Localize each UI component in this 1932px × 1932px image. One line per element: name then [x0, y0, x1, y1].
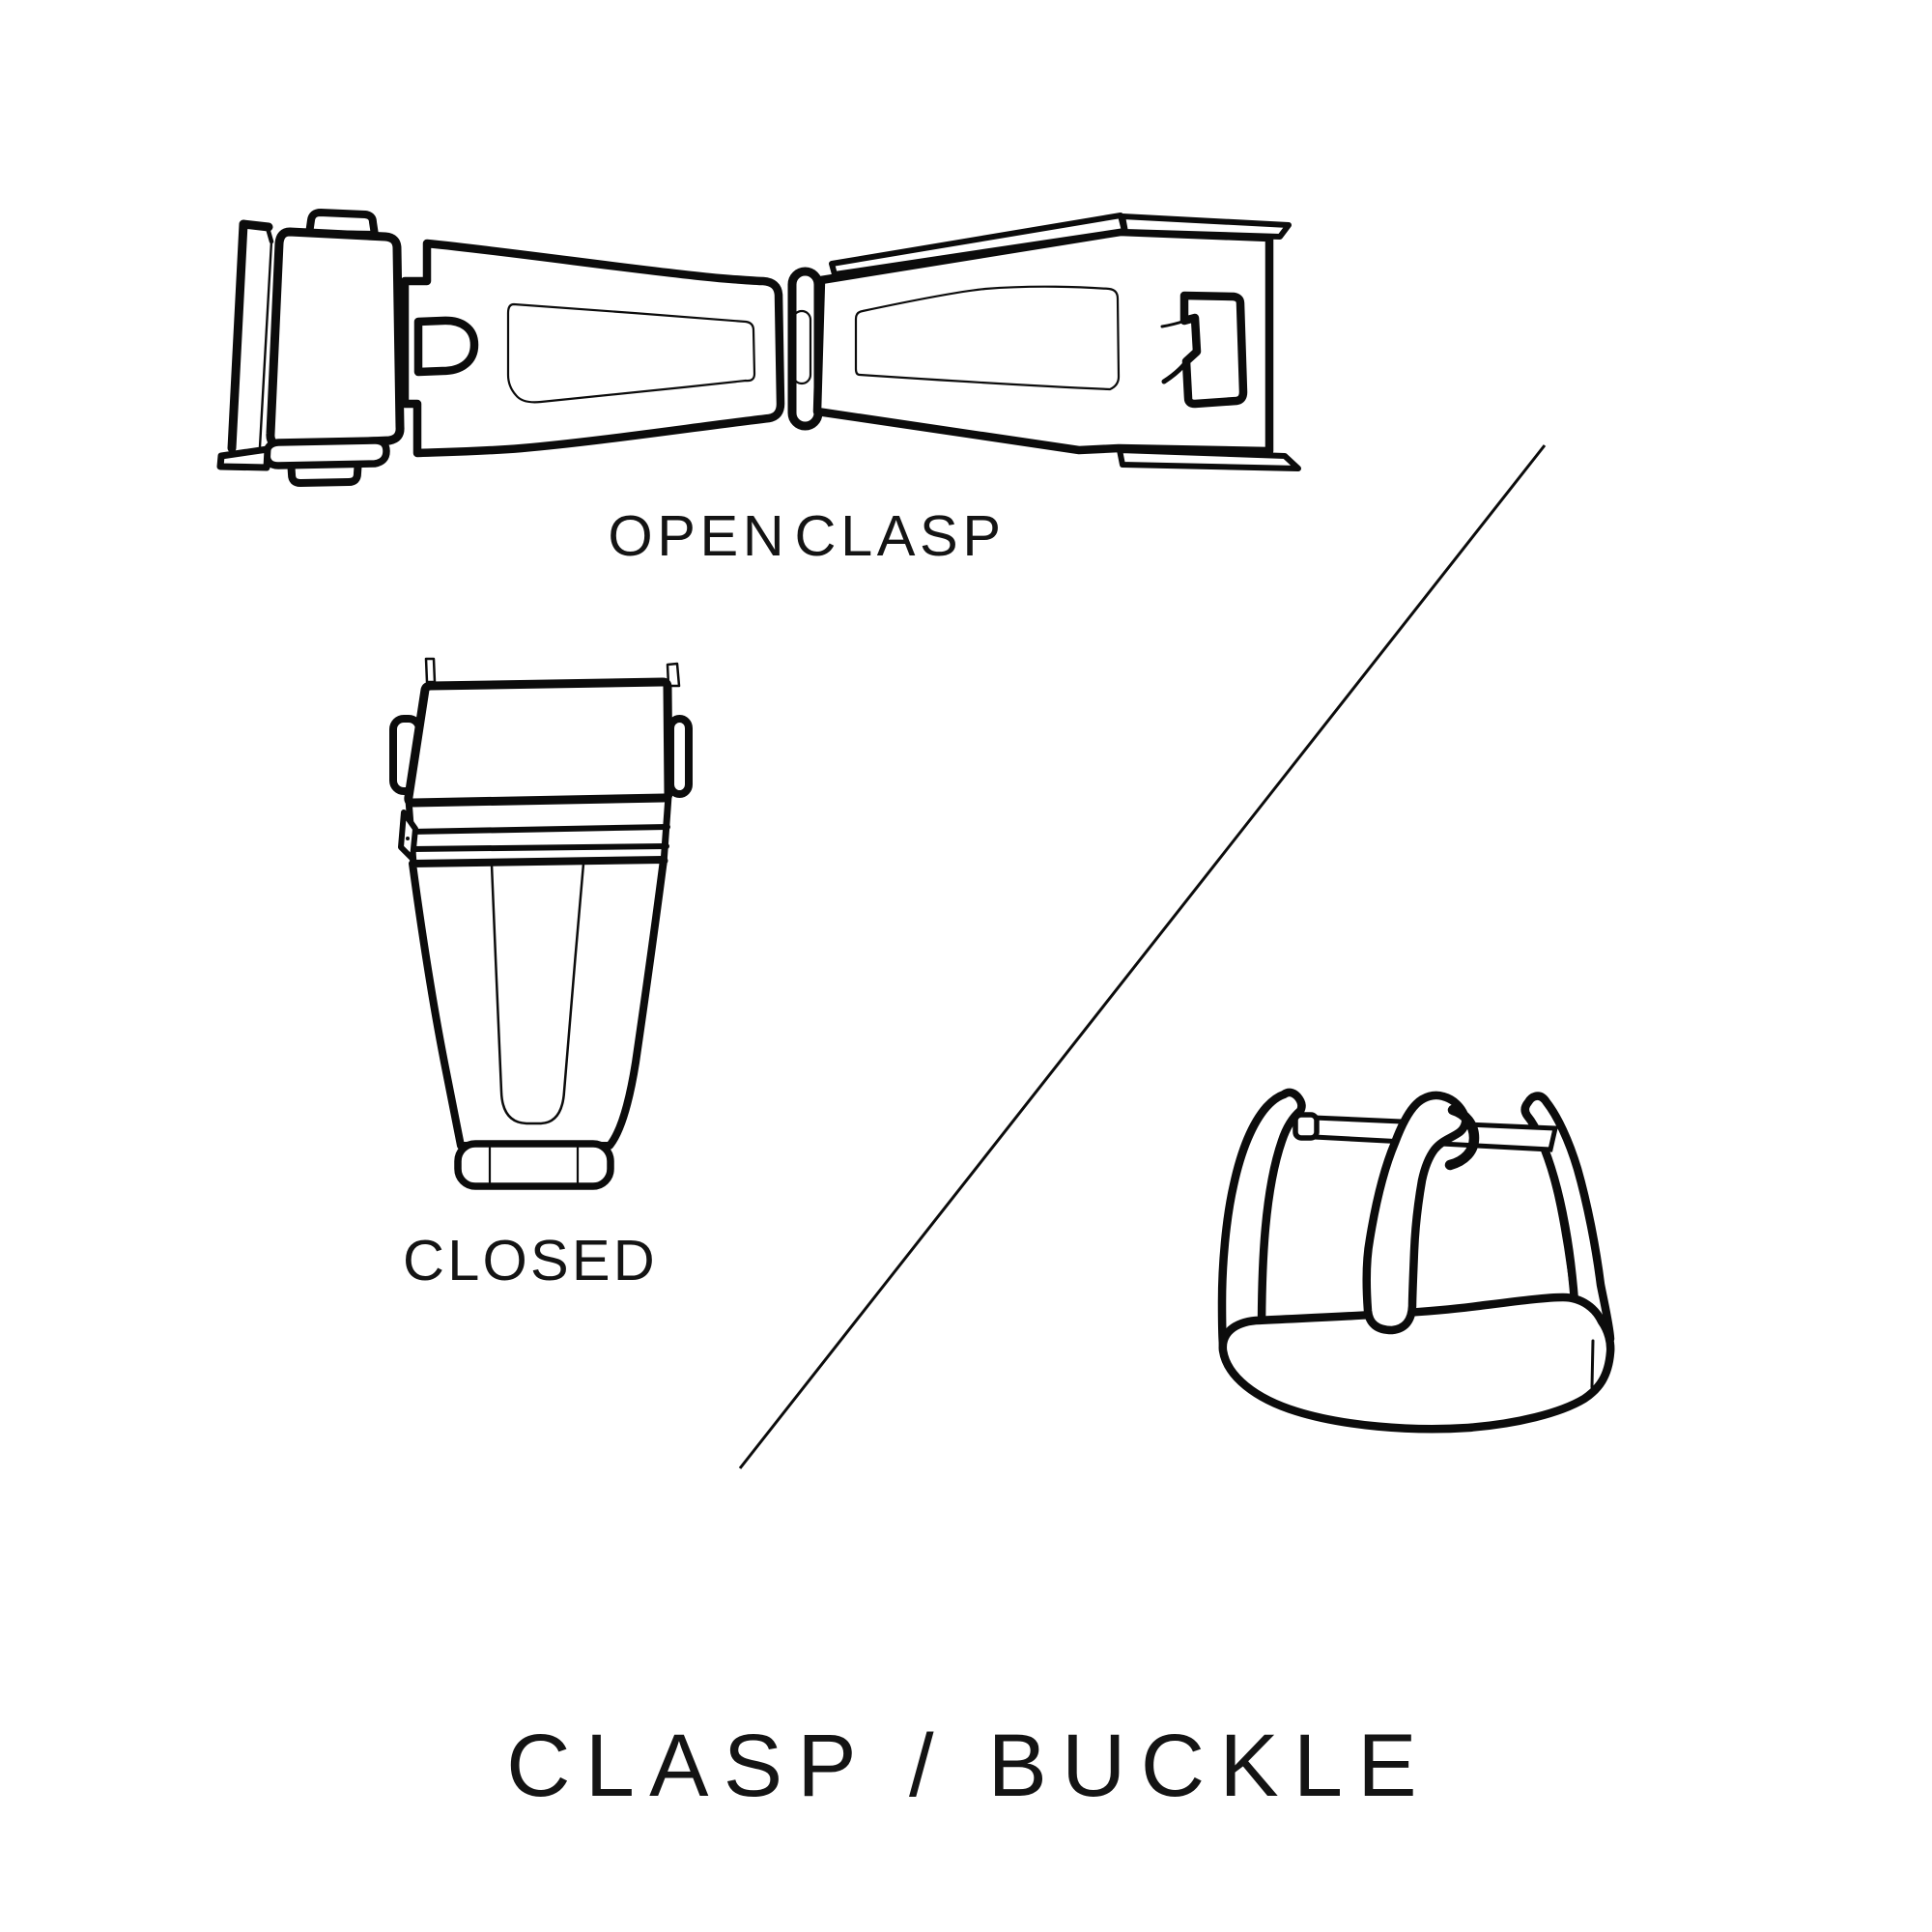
svg-text:CLASP / BUCKLE: CLASP / BUCKLE — [506, 1717, 1432, 1815]
svg-text:OPEN CLASP: OPEN CLASP — [608, 503, 1005, 568]
svg-text:CLOSED: CLOSED — [403, 1228, 658, 1293]
